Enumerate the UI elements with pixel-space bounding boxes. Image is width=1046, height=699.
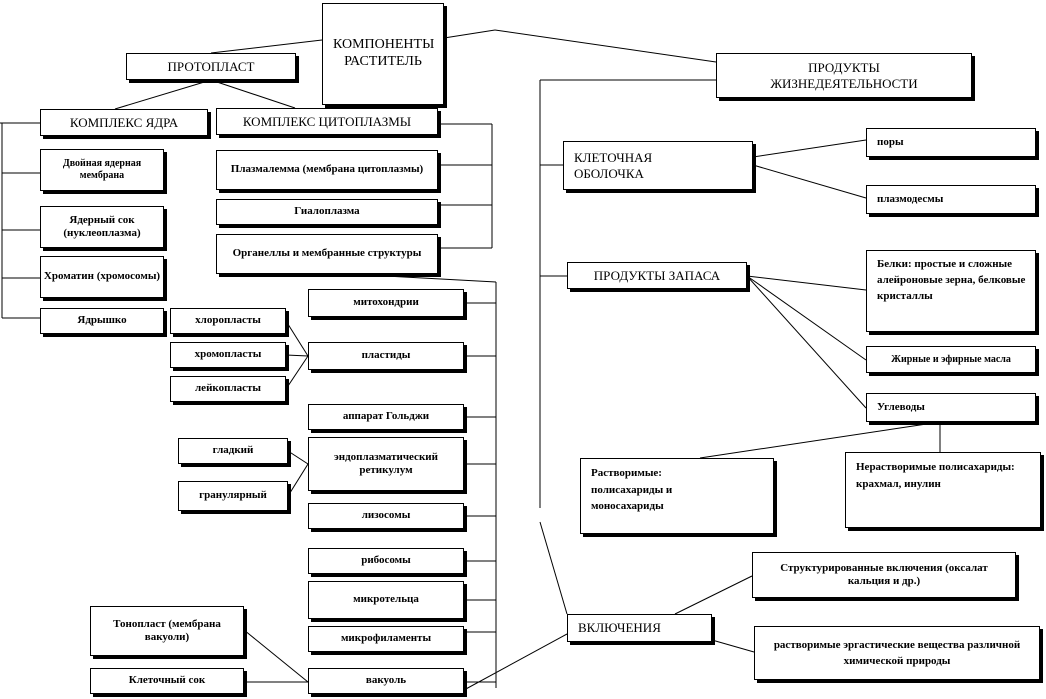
- connector-line: [114, 79, 212, 110]
- cell-wall-item: поры: [866, 128, 1036, 157]
- connector-line: [494, 29, 717, 63]
- nucleus-item: Двойная ядерная мембрана: [40, 149, 164, 191]
- nucleus-item: Хроматин (хромосомы): [40, 256, 164, 298]
- connector-line: [349, 273, 497, 283]
- cytoplasm-item: Плазмалемма (мембрана цитоплазмы): [216, 150, 438, 190]
- connector-line: [287, 450, 309, 465]
- nucleus-complex-label: КОМПЛЕКС ЯДРА: [69, 114, 179, 130]
- reserve-item: Жирные и эфирные масла: [866, 346, 1036, 373]
- organelle-item: пластиды: [308, 342, 464, 370]
- er-item: гранулярный: [178, 481, 288, 511]
- connector-line: [711, 639, 755, 653]
- connector-line: [746, 275, 867, 291]
- products-box: ПРОДУКТЫ ЖИЗНЕДЕЯТЕЛЬНОСТИ: [716, 53, 972, 98]
- carb-item: Нерастворимые полисахариды: крахмал, ину…: [845, 452, 1041, 528]
- connector-line: [285, 320, 309, 357]
- organelle-item: микрофиламенты: [308, 626, 464, 652]
- reserve-item: Углеводы: [866, 393, 1036, 422]
- cell-wall-label: КЛЕТОЧНАЯ ОБОЛОЧКА: [574, 149, 653, 181]
- organelle-item: эндоплазматический ретикулум: [308, 437, 464, 491]
- connector-line: [285, 354, 309, 357]
- connector-line: [443, 29, 496, 39]
- organelle-item: митохондрии: [308, 289, 464, 317]
- connector-line: [287, 463, 309, 497]
- protoplast-box: ПРОТОПЛАСТ: [126, 53, 296, 80]
- nucleus-item: Ядерный сок (нуклеоплазма): [40, 206, 164, 248]
- cell-wall-item: плазмодесмы: [866, 185, 1036, 214]
- connector-line: [752, 164, 867, 199]
- reserves-box: ПРОДУКТЫ ЗАПАСА: [567, 262, 747, 289]
- connector-line: [699, 421, 941, 459]
- vacuole-item: Тонопласт (мембрана вакуоли): [90, 606, 244, 656]
- cytoplasm-item: Органеллы и мембранные структуры: [216, 234, 438, 274]
- connector-line: [746, 275, 867, 361]
- connector-line: [746, 275, 867, 409]
- vacuole-item: Клеточный сок: [90, 668, 244, 694]
- cytoplasm-complex-box: КОМПЛЕКС ЦИТОПЛАЗМЫ: [216, 108, 438, 135]
- nucleus-item: Ядрышко: [40, 308, 164, 334]
- cell-wall-box: КЛЕТОЧНАЯ ОБОЛОЧКА: [563, 141, 753, 190]
- inclusions-box: ВКЛЮЧЕНИЯ: [567, 614, 712, 642]
- connector-line: [752, 139, 867, 158]
- cytoplasm-complex-label: КОМПЛЕКС ЦИТОПЛАЗМЫ: [242, 113, 412, 129]
- organelle-item: микротельца: [308, 581, 464, 619]
- inclusion-item: Структурированные включения (оксалат кал…: [752, 552, 1016, 598]
- connector-line: [210, 39, 323, 54]
- connector-line: [210, 79, 296, 109]
- organelle-item: лизосомы: [308, 503, 464, 529]
- organelle-item: аппарат Гольджи: [308, 404, 464, 430]
- er-item: гладкий: [178, 438, 288, 464]
- connector-line: [674, 575, 753, 615]
- connector-line: [539, 521, 568, 615]
- reserve-item: Белки: простые и сложные алейроновые зер…: [866, 250, 1036, 332]
- plastid-item: хромопласты: [170, 342, 286, 368]
- plastid-item: лейкопласты: [170, 376, 286, 402]
- reserves-label: ПРОДУКТЫ ЗАПАСА: [593, 267, 721, 283]
- inclusions-label: ВКЛЮЧЕНИЯ: [578, 620, 661, 636]
- connector-line: [463, 633, 568, 691]
- connector-line: [285, 355, 309, 390]
- root-box: КОМПОНЕНТЫ РАСТИТЕЛЬ: [322, 3, 444, 105]
- inclusion-item: растворимые эргастические вещества разли…: [754, 626, 1040, 680]
- root-title: КОМПОНЕНТЫ РАСТИТЕЛЬ: [333, 37, 435, 69]
- cytoplasm-item: Гиалоплазма: [216, 199, 438, 225]
- plastid-item: хлоропласты: [170, 308, 286, 334]
- protoplast-label: ПРОТОПЛАСТ: [167, 58, 255, 74]
- organelle-item: вакуоль: [308, 668, 464, 694]
- organelle-item: рибосомы: [308, 548, 464, 574]
- carb-item: Растворимые: полисахариды и моносахариды: [580, 458, 774, 534]
- products-label: ПРОДУКТЫ ЖИЗНЕДЕЯТЕЛЬНОСТИ: [770, 59, 918, 91]
- nucleus-complex-box: КОМПЛЕКС ЯДРА: [40, 109, 208, 136]
- connector-line: [243, 629, 309, 683]
